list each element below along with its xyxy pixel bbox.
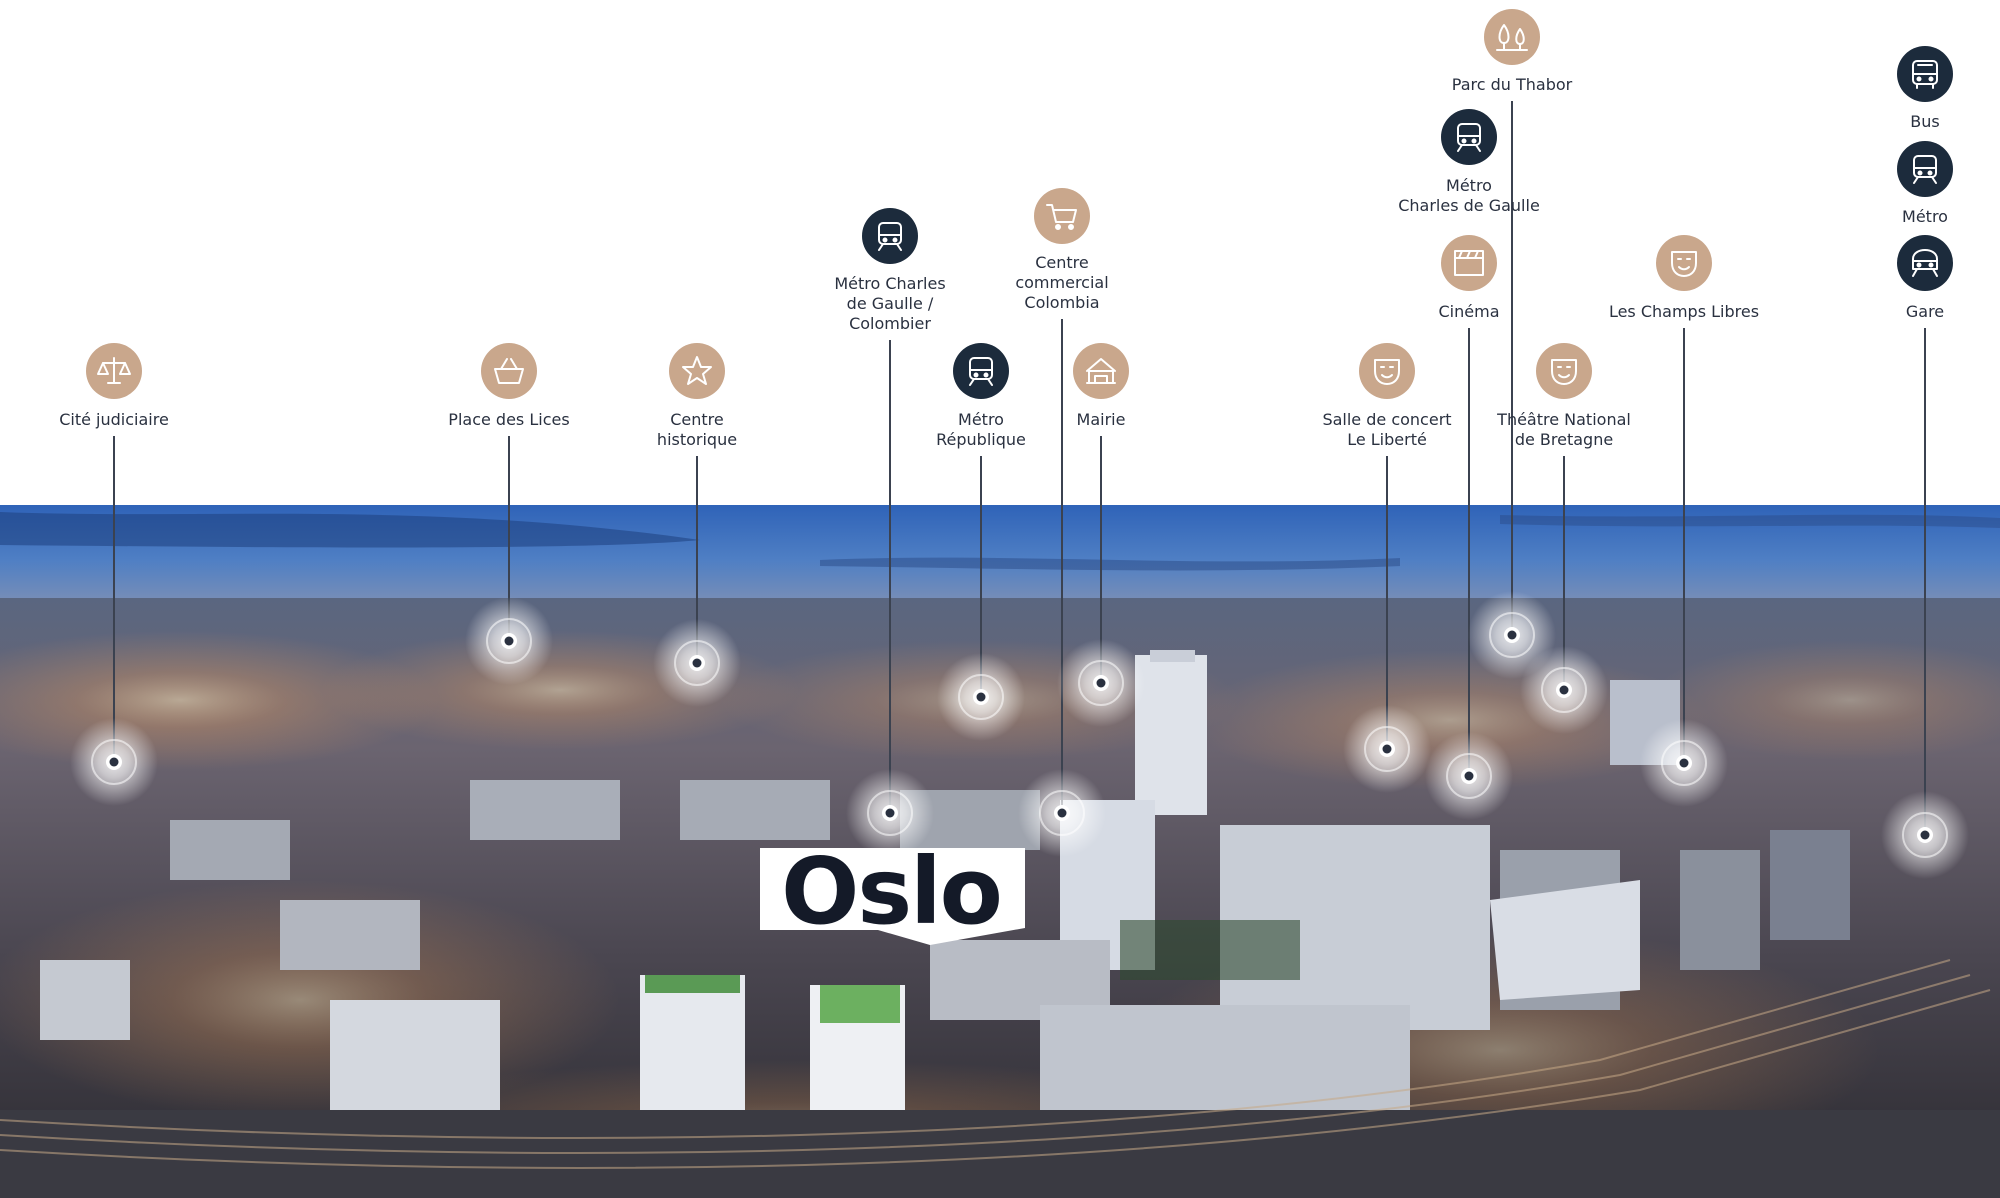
metro-charles-de-gaulle-colombier-label-line: de Gaulle / [846,294,934,313]
bus-icon[interactable] [1897,46,1953,102]
centre-commercial-colombia-label-line: Colombia [1024,293,1100,312]
centre-historique-map-marker[interactable] [653,619,741,707]
metro-icon[interactable] [953,343,1009,399]
cite-judiciaire-label-line: Cité judiciaire [59,410,169,429]
metro-republique-label-line: République [936,430,1026,449]
salle-de-concert-le-liberte-label-line: Le Liberté [1347,430,1427,449]
logo-plate [760,848,1025,945]
metro-charles-de-gaulle-label-line: Métro [1446,176,1492,195]
theatre-national-de-bretagne-label-line: de Bretagne [1514,430,1614,449]
cinema-map-marker[interactable] [1425,732,1513,820]
salle-de-concert-le-liberte-label-line: Salle de concert [1322,410,1452,429]
metro-icon[interactable] [862,208,918,264]
theatre-national-de-bretagne-map-marker[interactable] [1520,646,1608,734]
parc-du-thabor-label-line: Parc du Thabor [1451,75,1573,94]
centre-commercial-colombia-map-marker[interactable] [1018,769,1106,857]
cite-judiciaire-map-marker[interactable] [70,718,158,806]
theatre-national-de-bretagne-label-line: Théâtre National [1497,410,1631,429]
salle-de-concert-le-liberte-map-marker[interactable] [1343,705,1431,793]
gare-label: Gare [1906,302,1944,322]
cinema-label-line: Cinéma [1438,302,1500,321]
metro-charles-de-gaulle-colombier-label-line: Colombier [849,314,931,333]
place-des-lices-label-line: Place des Lices [448,410,570,429]
cloud-band [1500,514,2000,528]
clapperboard-icon[interactable] [1441,235,1497,291]
cite-judiciaire-label: Cité judiciaire [59,410,169,430]
cloud-band [0,512,700,548]
city-hall-icon[interactable] [1073,343,1129,399]
metro-icon[interactable] [1441,109,1497,165]
theater-mask-icon[interactable] [1656,235,1712,291]
metro-label-line: Métro [1902,207,1948,226]
buildings [0,650,2000,1198]
cloud-band [820,557,1400,571]
theater-mask-icon[interactable] [1359,343,1415,399]
train-icon[interactable] [1897,235,1953,291]
les-champs-libres-map-marker[interactable] [1640,719,1728,807]
place-des-lices-label: Place des Lices [448,410,569,430]
mairie-label: Mairie [1077,410,1126,430]
gare-map-marker[interactable] [1881,791,1969,879]
metro-republique-label-line: Métro [958,410,1004,429]
metro-label: Métro [1902,207,1948,227]
rail-tracks [0,959,1991,1169]
place-des-lices-map-marker[interactable] [465,597,553,685]
star-icon[interactable] [669,343,725,399]
gare-label-line: Gare [1905,302,1945,321]
brand-name: Oslo [781,838,1003,945]
theater-mask-icon[interactable] [1536,343,1592,399]
metro-republique-map-marker[interactable] [937,653,1025,741]
cart-icon[interactable] [1034,188,1090,244]
les-champs-libres-label-line: Les Champs Libres [1608,302,1760,321]
oslo-logo: Oslo [756,843,1026,947]
centre-historique-label-line: Centre [670,410,724,429]
bus-label-line: Bus [1910,112,1940,131]
metro-charles-de-gaulle-colombier-map-marker[interactable] [846,769,934,857]
mairie-label-line: Mairie [1076,410,1126,429]
metro-charles-de-gaulle-colombier-label-line: Métro Charles [834,274,946,293]
centre-commercial-colombia-label-line: commercial [1015,273,1109,292]
mairie-map-marker[interactable] [1057,639,1145,727]
bus-label: Bus [1910,112,1939,132]
parc-du-thabor-label: Parc du Thabor [1452,75,1572,95]
centre-commercial-colombia-label-line: Centre [1035,253,1089,272]
cinema-label: Cinéma [1439,302,1500,322]
basket-icon[interactable] [481,343,537,399]
metro-icon[interactable] [1897,141,1953,197]
les-champs-libres-label: Les Champs Libres [1609,302,1759,322]
parc-du-thabor-map-marker[interactable] [1468,591,1556,679]
scales-icon[interactable] [86,343,142,399]
trees-icon[interactable] [1484,9,1540,65]
centre-historique-label-line: historique [656,430,738,449]
metro-charles-de-gaulle-label-line: Charles de Gaulle [1398,196,1540,215]
